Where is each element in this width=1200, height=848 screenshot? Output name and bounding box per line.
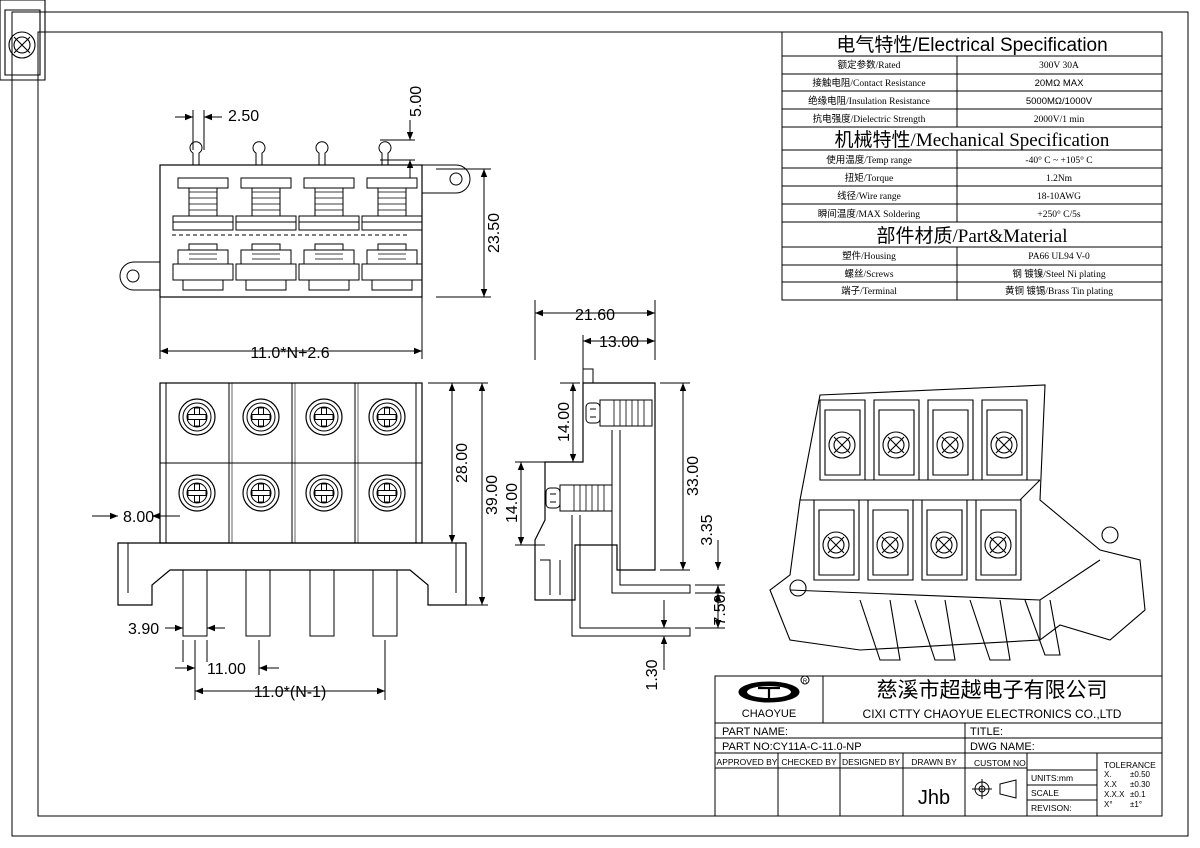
part-name-label: PART NAME: [722, 726, 788, 738]
spec-label-rated: 额定参数/Rated [838, 59, 901, 71]
dim-pitch-total: 11.0*(N-1) [254, 684, 327, 701]
spec-label-wire-range: 线径/Wire range [837, 190, 901, 202]
projection-symbol [972, 779, 1017, 799]
tolerance-value-0: ±0.50 [1130, 770, 1151, 779]
outer-border [11, 11, 1189, 837]
material-title: 部件材质/Part&Material [876, 225, 1067, 247]
tolerance-value-1: ±0.30 [1130, 780, 1151, 789]
spec-value-rated: 300V 30A [1039, 61, 1079, 71]
drawn-by-value: Jhb [918, 787, 950, 809]
dim-pin-width: 3.90 [128, 621, 159, 638]
top-view [119, 141, 471, 298]
dim-lead-thickness: 1.30 [644, 659, 661, 690]
company-name-cn: 慈溪市超越电子有限公司 [877, 679, 1108, 702]
tolerance-key-2: X.X.X [1104, 790, 1125, 799]
dim-lower-tier-height: 14.00 [504, 483, 521, 523]
front-view [117, 382, 467, 637]
part-number: PART NO:CY11A-C-11.0-NP [722, 741, 862, 753]
dim-depth: 23.50 [486, 213, 503, 253]
spec-value-insulation-resistance: 5000MΩ/1000V [1026, 96, 1093, 107]
spec-value-wire-range: 18-10AWG [1037, 192, 1081, 202]
side-view-dimensions: 21.60 13.00 14.00 14.00 33.00 3.35 7.50 … [504, 300, 729, 691]
dim-housing-height: 28.00 [454, 443, 471, 483]
tolerance-key-0: X. [1104, 770, 1112, 779]
spec-value-torque: 1.2Nm [1046, 174, 1073, 184]
spec-value-dielectric-strength: 2000V/1 min [1034, 115, 1085, 125]
material-value-screws: 钢 镀镍/Steel Ni plating [1012, 268, 1105, 280]
company-name-en: CIXI CTTY CHAOYUE ELECTRONICS CO.,LTD [863, 707, 1122, 721]
isometric-view [0, 0, 1146, 661]
spec-value-temp-range: -40° C ~ +105° C [1025, 155, 1092, 166]
spec-label-contact-resistance: 接触电阻/Contact Resistance [812, 77, 925, 89]
dim-upper-depth: 13.00 [599, 334, 639, 351]
material-value-terminal: 黄铜 镀锡/Brass Tin plating [1005, 285, 1113, 297]
tolerance-title: TOLERANCE [1104, 760, 1156, 770]
mechanical-spec-title: 机械特性/Mechanical Specification [835, 129, 1110, 151]
spec-value-max-soldering: +250° C/5s [1037, 209, 1081, 220]
front-view-dimensions: 8.00 28.00 39.00 3.90 11.00 11.0*(N-1) [92, 382, 501, 701]
title-block: R CHAOYUE 慈溪市超越电子有限公司 CIXI CTTY CHAOYUE … [714, 675, 1163, 817]
spec-value-contact-resistance: 20MΩ MAX [1035, 78, 1084, 89]
brand-name: CHAOYUE [742, 708, 796, 720]
units-label: UNITS:mm [1031, 773, 1073, 783]
tolerance-value-3: ±1° [1130, 800, 1142, 809]
material-value-housing: PA66 UL94 V-0 [1028, 252, 1090, 262]
dim-pin-height: 5.00 [408, 86, 425, 117]
company-logo: R [738, 675, 810, 703]
spec-label-insulation-resistance: 绝缘电阻/Insulation Resistance [808, 95, 930, 107]
material-label-screws: 螺丝/Screws [844, 268, 893, 280]
checked-by-label: CHECKED BY [781, 757, 837, 767]
approved-by-label: APPROVED BY [717, 757, 778, 767]
specification-table: 电气特性/Electrical Specification 额定参数/Rated… [781, 31, 1163, 301]
revision-label: REVISON: [1031, 803, 1072, 813]
tolerance-key-1: X.X [1104, 780, 1118, 789]
dim-pin-diameter: 2.50 [228, 108, 259, 125]
dim-side-depth: 21.60 [575, 307, 615, 324]
top-view-dimensions: 2.50 5.00 23.50 11.0*N+2.6 [159, 86, 503, 362]
scale-label: SCALE [1031, 788, 1059, 798]
inner-border [37, 31, 1163, 817]
material-label-terminal: 端子/Terminal [841, 285, 897, 297]
side-view [534, 368, 691, 637]
dim-lead-spacing: 7.50 [712, 594, 729, 625]
tolerance-value-2: ±0.1 [1130, 790, 1146, 799]
electrical-spec-title: 电气特性/Electrical Specification [836, 34, 1107, 56]
dim-upper-tier-height: 14.00 [556, 402, 573, 442]
tolerance-key-3: X° [1104, 800, 1113, 809]
drawn-by-label: DRAWN BY [911, 757, 957, 767]
dim-pitch: 11.00 [207, 661, 246, 678]
custom-no-label: CUSTOM NO: [974, 758, 1028, 768]
spec-label-dielectric-strength: 抗电强度/Dielectric Strength [813, 113, 926, 125]
dim-flange-offset: 8.00 [123, 509, 154, 526]
material-label-housing: 塑件/Housing [842, 250, 896, 262]
spec-label-max-soldering: 瞬间温度/MAX Soldering [818, 208, 920, 220]
designed-by-label: DESIGNED BY [842, 757, 900, 767]
dwg-name-label: DWG NAME: [970, 741, 1035, 753]
svg-text:R: R [803, 679, 808, 685]
dim-lead-offset: 3.35 [699, 514, 716, 545]
spec-label-temp-range: 使用温度/Temp range [826, 154, 912, 166]
spec-label-torque: 扭矩/Torque [845, 172, 893, 184]
dim-total-length: 11.0*N+2.6 [250, 345, 329, 362]
dim-side-height: 33.00 [685, 456, 702, 496]
dim-overall-height: 39.00 [484, 475, 501, 515]
title-label: TITLE: [970, 726, 1003, 738]
